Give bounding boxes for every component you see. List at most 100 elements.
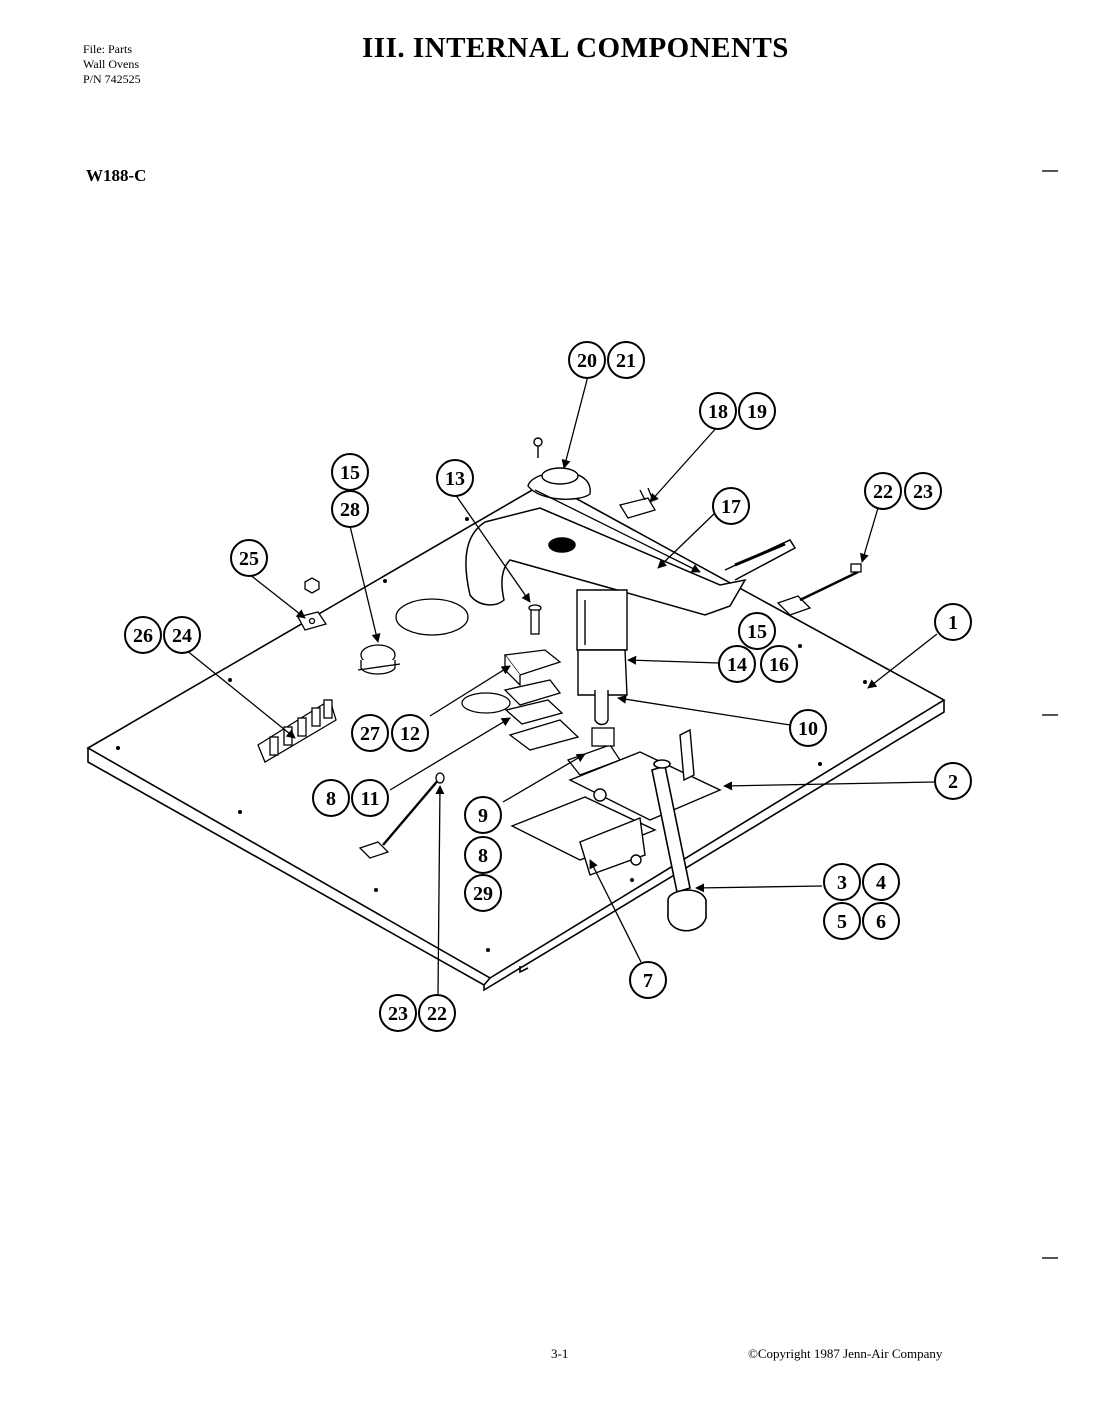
callout-23: 23 <box>379 994 417 1032</box>
callout-11: 11 <box>351 779 389 817</box>
callout-13: 13 <box>436 459 474 497</box>
callout-circle <box>418 994 456 1032</box>
callout-circle <box>351 779 389 817</box>
callout-label: 23 <box>913 481 933 503</box>
callout-circle <box>351 714 389 752</box>
callout-label: 7 <box>643 970 653 992</box>
callout-2: 2 <box>934 762 972 800</box>
callout-25: 25 <box>230 539 268 577</box>
callout-circle <box>904 472 942 510</box>
edge-mark <box>1042 1257 1058 1259</box>
page-title: III. INTERNAL COMPONENTS <box>362 32 789 64</box>
callout-circle <box>331 490 369 528</box>
callout-circle <box>312 779 350 817</box>
callout-label: 9 <box>478 805 488 827</box>
snap-disc <box>357 644 401 675</box>
callout-circle <box>379 994 417 1032</box>
callout-12: 12 <box>391 714 429 752</box>
callout-14: 14 <box>718 645 756 683</box>
copyright: ©Copyright 1987 Jenn-Air Company <box>748 1346 943 1361</box>
callout-circle <box>124 616 162 654</box>
callout-9: 9 <box>464 796 502 834</box>
callout-circle <box>738 612 776 650</box>
callout-label: 18 <box>708 401 728 423</box>
callout-15: 15 <box>738 612 776 650</box>
callout-label: 21 <box>616 350 636 372</box>
callout-18: 18 <box>699 392 737 430</box>
callout-label: 22 <box>427 1003 447 1025</box>
callout-circle <box>712 487 750 525</box>
callout-label: 17 <box>721 496 741 518</box>
callout-circle <box>789 709 827 747</box>
callout-label: 15 <box>340 462 360 484</box>
callout-label: 14 <box>727 654 747 676</box>
callout-1: 1 <box>934 603 972 641</box>
callout-label: 8 <box>326 788 336 810</box>
page-number: 3-1 <box>551 1346 569 1361</box>
callout-16: 16 <box>760 645 798 683</box>
callout-circle <box>738 392 776 430</box>
callout-circle <box>464 796 502 834</box>
file-line: File: Parts <box>83 42 133 56</box>
callout-8: 8 <box>312 779 350 817</box>
control-rod <box>651 759 707 932</box>
callout-21: 21 <box>607 341 645 379</box>
callout-label: 28 <box>340 499 360 521</box>
plate-holes <box>116 517 867 952</box>
sensor-clip <box>358 563 862 859</box>
callout-circle <box>568 341 606 379</box>
callout-circle <box>607 341 645 379</box>
relay <box>503 649 621 776</box>
hi-limit-switch <box>618 487 656 519</box>
callout-26: 26 <box>124 616 162 654</box>
callout-label: 20 <box>577 350 597 372</box>
callout-circle <box>862 902 900 940</box>
callout-6: 6 <box>862 902 900 940</box>
sleeve <box>576 589 628 726</box>
callout-circle <box>760 645 798 683</box>
edge-mark <box>1042 714 1058 716</box>
callout-circle <box>464 836 502 874</box>
callout-circle <box>230 539 268 577</box>
callout-22: 22 <box>864 472 902 510</box>
callout-24: 24 <box>163 616 201 654</box>
callout-circle <box>699 392 737 430</box>
callout-circle <box>464 874 502 912</box>
callout-circle <box>862 863 900 901</box>
callout-label: 8 <box>478 845 488 867</box>
callout-label: 1 <box>948 612 958 634</box>
callout-label: 23 <box>388 1003 408 1025</box>
callout-label: 5 <box>837 911 847 933</box>
callout-label: 19 <box>747 401 767 423</box>
callout-29: 29 <box>464 874 502 912</box>
callout-label: 13 <box>445 468 465 490</box>
callout-circle <box>163 616 201 654</box>
callout-27: 27 <box>351 714 389 752</box>
file-line: P/N 742525 <box>83 72 141 86</box>
callout-label: 27 <box>360 723 380 745</box>
callout-10: 10 <box>789 709 827 747</box>
callout-label: 26 <box>133 625 153 647</box>
callout-22: 22 <box>418 994 456 1032</box>
plate-opening <box>461 692 511 714</box>
callout-circle <box>436 459 474 497</box>
callout-23: 23 <box>904 472 942 510</box>
callout-17: 17 <box>712 487 750 525</box>
thermostat <box>527 437 591 500</box>
callout-label: 2 <box>948 771 958 793</box>
callout-label: 29 <box>473 883 493 905</box>
callout-label: 24 <box>172 625 192 647</box>
callout-circle <box>934 603 972 641</box>
callout-circle <box>629 961 667 999</box>
callout-19: 19 <box>738 392 776 430</box>
edge-mark <box>1042 170 1058 172</box>
plate-opening <box>395 598 469 636</box>
callout-circle <box>864 472 902 510</box>
callout-circle <box>391 714 429 752</box>
screw <box>528 604 542 635</box>
callout-4: 4 <box>862 863 900 901</box>
callout-label: 10 <box>798 718 818 740</box>
callout-label: 4 <box>876 872 886 894</box>
